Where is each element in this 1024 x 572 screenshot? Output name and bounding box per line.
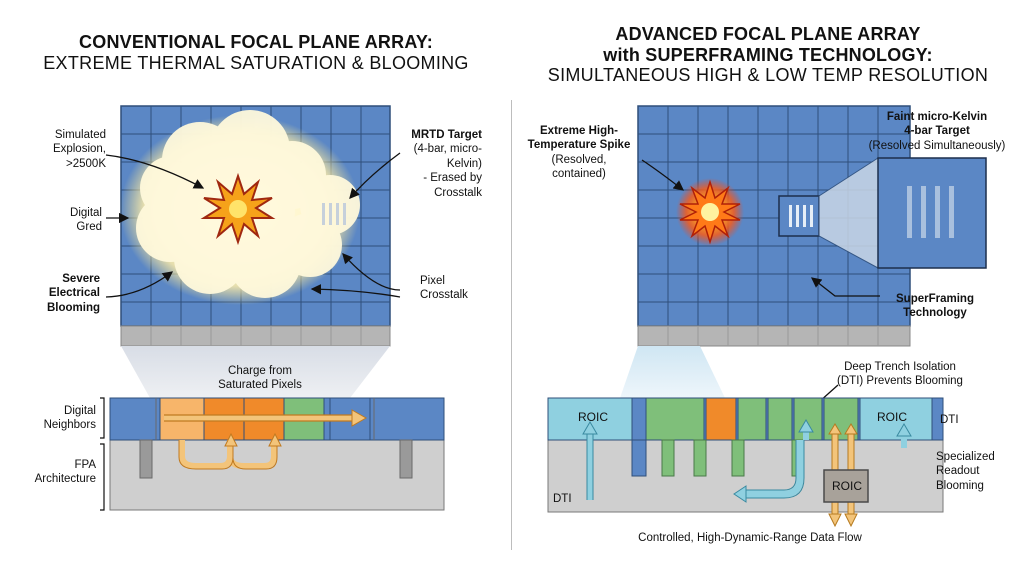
label-roic-right: ROIC [877, 410, 907, 424]
left-title: CONVENTIONAL FOCAL PLANE ARRAY: EXTREME … [0, 32, 512, 73]
explosion-icon [200, 172, 276, 246]
label-roic-chip: ROIC [832, 479, 862, 493]
label-dti-bottom: DTI [553, 493, 572, 505]
right-title-line2: with SUPERFRAMING TECHNOLOGY: [603, 44, 933, 65]
label-spike: Extreme High- Temperature Spike (Resolve… [527, 125, 631, 181]
left-title-line2: EXTREME THERMAL SATURATION & BLOOMING [43, 52, 469, 73]
left-braces [100, 397, 105, 511]
left-cross-section [109, 397, 445, 511]
label-dti-right: DTI [940, 414, 959, 426]
label-dti-prevents: Deep Trench Isolation(DTI) Prevents Bloo… [837, 361, 963, 388]
right-pixel-grid [637, 105, 911, 347]
right-title: ADVANCED FOCAL PLANE ARRAY with SUPERFRA… [512, 24, 1024, 86]
left-beam [121, 346, 390, 398]
label-faint-target: Faint micro-Kelvin 4-bar Target (Resolve… [868, 111, 1006, 152]
right-title-line3: SIMULTANEOUS HIGH & LOW TEMP RESOLUTION [547, 65, 989, 86]
right-beam [620, 346, 725, 398]
zoomed-4bar-target [877, 157, 987, 269]
left-callout-arrows [105, 152, 401, 298]
small-4bar-target [778, 195, 820, 237]
left-title-line1: CONVENTIONAL FOCAL PLANE ARRAY: [79, 32, 433, 52]
right-cross-section [547, 397, 944, 528]
mrtd-faded-bars [322, 203, 346, 225]
label-roic-left: ROIC [578, 410, 608, 424]
panel-divider [511, 100, 512, 550]
roic-chip [823, 469, 869, 503]
label-mrtd-target: MRTD Target (4-bar, micro-Kelvin)- Erase… [411, 129, 482, 199]
right-title-line1: ADVANCED FOCAL PLANE ARRAY [615, 24, 921, 44]
label-footer-dataflow: Controlled, High-Dynamic-Range Data Flow [638, 532, 862, 544]
temperature-spike-icon [676, 178, 744, 246]
